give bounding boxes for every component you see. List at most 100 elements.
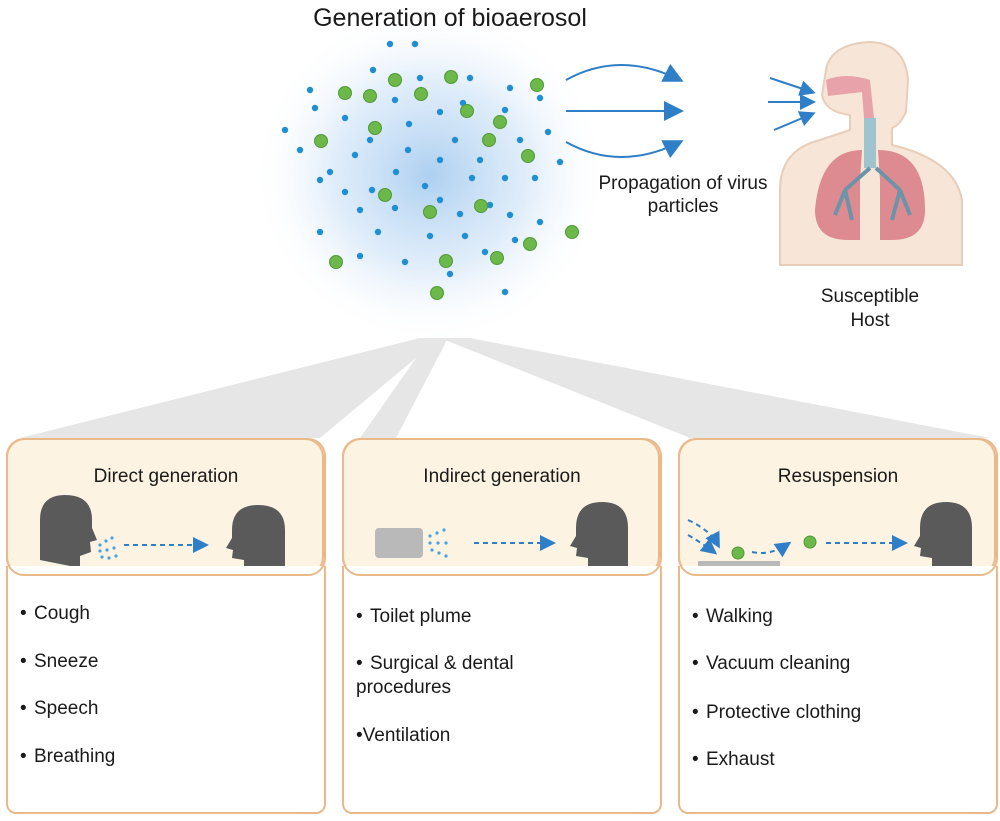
small-particle	[421, 182, 429, 190]
panel-header: Resuspension	[678, 438, 998, 576]
small-particle	[351, 151, 359, 159]
small-particle	[341, 114, 349, 122]
small-particle	[461, 232, 469, 240]
large-particle	[474, 199, 488, 213]
particle-group	[281, 40, 579, 300]
small-particle	[451, 136, 459, 144]
small-particle	[446, 270, 454, 278]
list-item-vacuum-cleaning: •Vacuum cleaning	[692, 653, 851, 674]
small-particle	[426, 232, 434, 240]
list-item-toilet-plume: •Toilet plume	[356, 606, 472, 627]
large-particle	[521, 149, 535, 163]
small-particle	[486, 201, 494, 209]
small-particle	[311, 104, 319, 112]
panel-header: Indirect generation	[342, 438, 662, 576]
small-particle	[366, 136, 374, 144]
small-particle	[506, 84, 514, 92]
inhalation-arrow-1	[769, 77, 816, 96]
panel-1-head-right-icon	[226, 505, 285, 568]
small-particle	[391, 96, 399, 104]
panel-list-area: •Toilet plume •Surgical & dental procedu…	[342, 566, 662, 814]
small-particle	[501, 174, 509, 182]
host-illustration-icon	[779, 40, 963, 266]
large-particle	[388, 73, 402, 87]
panel-3-head-icon	[914, 502, 972, 568]
small-particle	[436, 196, 444, 204]
small-particle	[281, 126, 289, 134]
large-particle	[490, 251, 504, 265]
panel-3-particle-icon	[731, 546, 745, 560]
small-particle	[556, 158, 564, 166]
inhalation-arrow-3	[773, 111, 816, 131]
bioaerosol-cloud	[250, 5, 610, 345]
large-particle	[565, 225, 579, 239]
small-particle	[306, 86, 314, 94]
small-particle	[411, 40, 419, 48]
large-particle	[338, 86, 352, 100]
small-particle	[401, 258, 409, 266]
propagation-label: Propagation of virus particles	[578, 172, 788, 218]
small-particle	[456, 210, 464, 218]
small-particle	[374, 228, 382, 236]
small-particle	[468, 174, 476, 182]
list-item-exhaust: •Exhaust	[692, 749, 775, 770]
small-particle	[416, 74, 424, 82]
small-particle	[466, 74, 474, 82]
panel-direct-generation: •Cough •Sneeze •Speech •Breathing Direct…	[6, 438, 326, 816]
panel-3-curve-arrow-2	[687, 534, 718, 555]
large-particle	[378, 188, 392, 202]
small-particle	[316, 228, 324, 236]
propagation-arrow-bottom	[565, 140, 684, 159]
beam-left	[20, 338, 440, 438]
small-particle	[501, 288, 509, 296]
panel-2-device-icon	[375, 528, 423, 558]
list-item-speech: •Speech	[20, 698, 99, 719]
large-particle	[363, 89, 377, 103]
large-particle	[368, 121, 382, 135]
small-particle	[511, 236, 519, 244]
beam-middle	[360, 338, 448, 438]
panel-2-spray-icon	[428, 528, 448, 558]
panel-1-spray-icon	[98, 536, 118, 560]
small-particle	[544, 128, 552, 136]
small-particle	[516, 136, 524, 144]
list-item-sneeze: •Sneeze	[20, 651, 99, 672]
large-particle	[523, 237, 537, 251]
large-particle	[329, 255, 343, 269]
large-particle	[430, 286, 444, 300]
large-particle	[493, 115, 507, 129]
small-particle	[368, 186, 376, 194]
panel-3-surface-icon	[698, 561, 780, 567]
small-particle	[405, 120, 413, 128]
small-particle	[369, 66, 377, 74]
small-particle	[481, 248, 489, 256]
large-particle	[439, 254, 453, 268]
small-particle	[536, 94, 544, 102]
small-particle	[501, 106, 509, 114]
list-item-walking: •Walking	[692, 606, 773, 627]
propagation-label-line1: Propagation of virus	[598, 173, 768, 194]
small-particle	[316, 176, 324, 184]
large-particle	[460, 104, 474, 118]
host-label: Susceptible Host	[790, 285, 950, 333]
small-particle	[404, 146, 412, 154]
list-item-ventilation: •Ventilation	[356, 725, 451, 746]
small-particle	[476, 156, 484, 164]
panel-list-area: •Cough •Sneeze •Speech •Breathing	[6, 566, 326, 814]
propagation-arrow-top	[565, 63, 684, 82]
list-item-cough: •Cough	[20, 603, 90, 624]
large-particle	[482, 133, 496, 147]
small-particle	[386, 40, 394, 48]
panel-title: Direct generation	[93, 466, 239, 487]
small-particle	[356, 206, 364, 214]
small-particle	[436, 156, 444, 164]
small-particle	[531, 174, 539, 182]
panel-title: Indirect generation	[423, 466, 581, 487]
host-label-line1: Susceptible	[820, 286, 920, 307]
large-particle	[423, 205, 437, 219]
list-item-breathing: •Breathing	[20, 746, 116, 767]
panel-3-rise-arrow	[751, 541, 792, 558]
small-particle	[392, 168, 400, 176]
diagram-title: Generation of bioaerosol	[313, 4, 587, 32]
small-particle	[356, 252, 364, 260]
